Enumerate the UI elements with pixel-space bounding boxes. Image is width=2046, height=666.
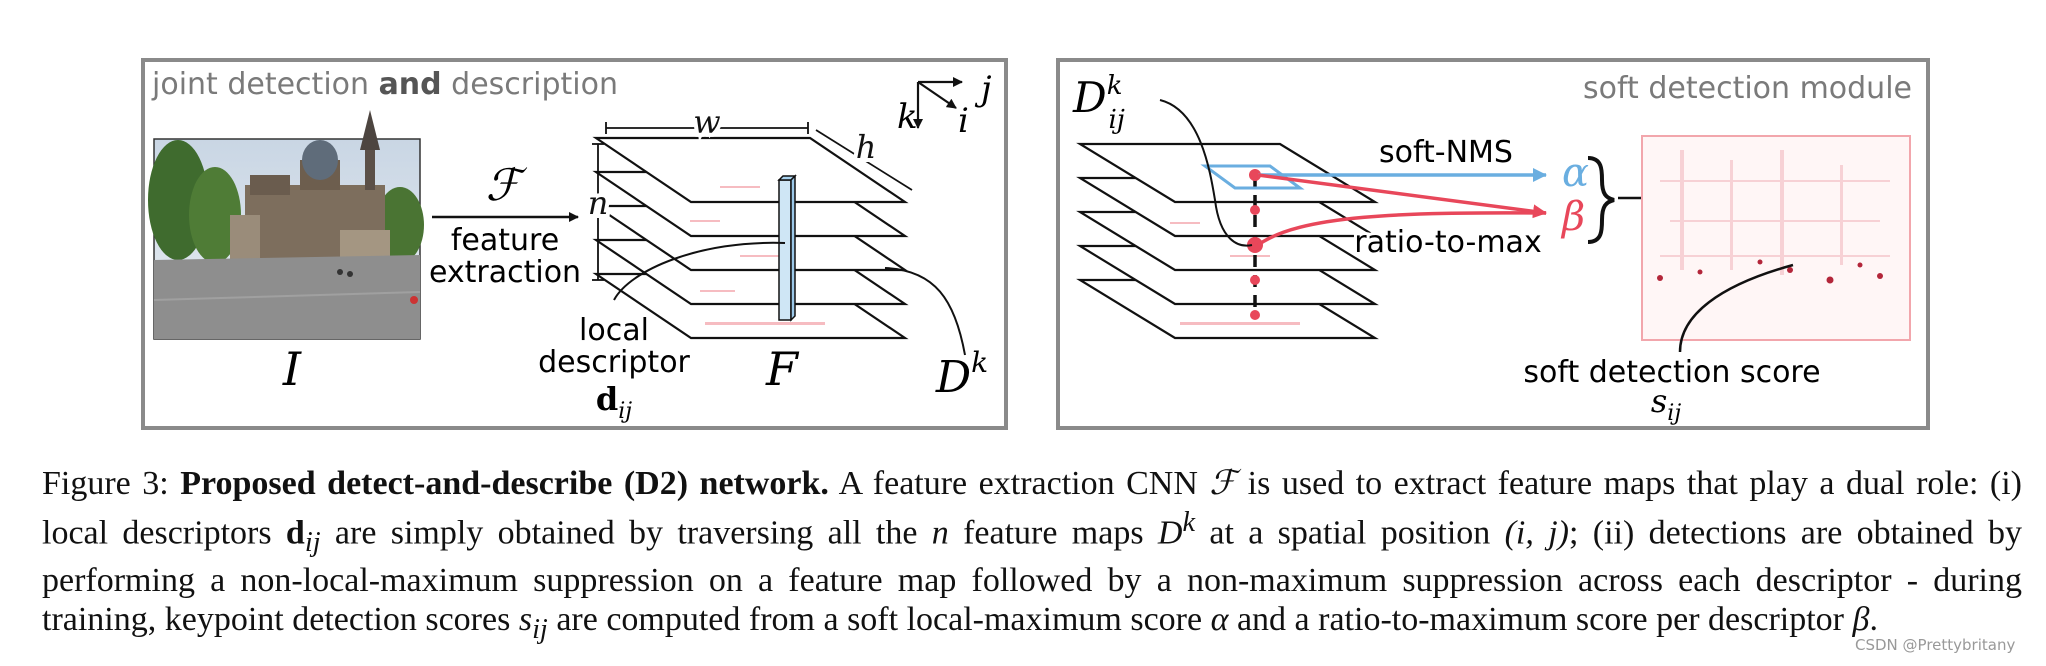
score-label: soft detection score [1523,355,1820,390]
soft-nms-label: soft-NMS [1379,135,1513,170]
image-label: I [282,342,302,396]
descriptor-symbol: dij [596,380,632,424]
right-panel-title: soft detection module [1583,71,1912,106]
descriptor-pointer [613,241,786,301]
soft-nms-window [1200,164,1305,190]
feature-map-stack [592,136,909,340]
descriptor-max-point [1247,237,1263,253]
ratio-label: ratio-to-max [1354,225,1541,260]
stack-label: F [765,342,800,396]
figure-caption: Figure 3: Proposed detect-and-describe (… [42,465,2023,645]
left-panel-title: joint detection and description [151,67,618,102]
ratio-arrow-bottom [1256,211,1547,247]
dim-w-label: w [693,103,720,141]
detection-point [1249,169,1261,181]
dim-h-label: h [856,128,877,166]
feature-map-symbol: Dk [935,346,988,403]
score-pointer [1678,263,1794,353]
caption-title: Proposed detect-and-describe (D2) networ… [180,465,829,502]
feature-map-pointer [884,267,966,356]
svg-text:i: i [958,101,969,141]
combine-brace [1587,156,1615,244]
left-panel: joint detection and description I [141,58,1008,430]
score-heatmap [1641,135,1911,341]
dim-h-line [815,129,913,191]
detection-stack [1076,142,1379,340]
ratio-arrow-top [1257,173,1547,219]
dim-n-label: n [588,184,609,222]
score-symbol: sij [1651,382,1681,426]
d2-network-diagram: joint detection and description I [141,58,1930,430]
alpha-symbol: α [1562,150,1589,196]
input-photo [148,110,424,340]
watermark: CSDN @Prettybritany [1855,636,2016,654]
caption-label: Figure 3: [42,465,181,502]
svg-text:k: k [897,97,918,137]
beta-symbol: β [1560,194,1585,240]
map-pointer [1159,99,1253,247]
